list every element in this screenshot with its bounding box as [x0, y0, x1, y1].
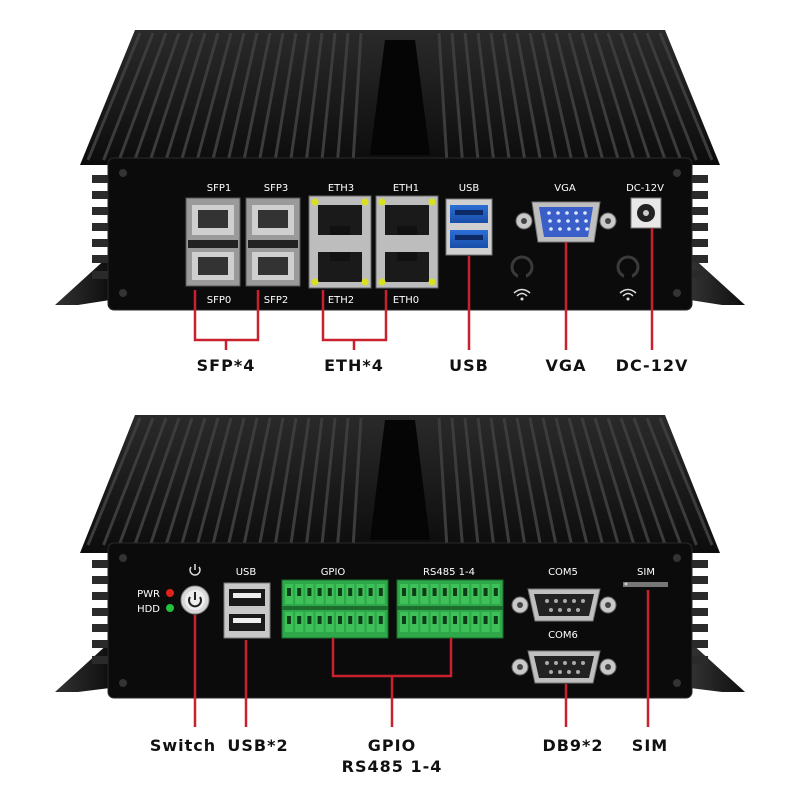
sim-slot[interactable]	[623, 582, 668, 587]
rj45-stack-right	[375, 195, 439, 289]
wifi-icon	[619, 288, 637, 301]
label-usb: USB	[459, 183, 480, 194]
antenna-port-left	[510, 255, 534, 281]
callout-sfp: SFP*4	[197, 356, 256, 375]
dc-jack	[630, 197, 662, 229]
side-fins	[92, 560, 708, 664]
sim-eject-icon	[624, 582, 628, 586]
heatsink-ridge	[370, 40, 430, 155]
usb-port-stack	[223, 582, 271, 639]
db9-port-com6	[511, 650, 617, 684]
usb-port-stack	[445, 198, 493, 256]
label-rs485: RS485 1-4	[423, 567, 475, 578]
label-sim: SIM	[637, 567, 655, 578]
sfp-cage-right	[245, 197, 301, 287]
power-icon	[189, 564, 201, 576]
label-eth3: ETH3	[328, 183, 354, 194]
label-sfp0: SFP0	[207, 295, 232, 306]
top-unit: SFP1 SFP3 SFP0 SFP2 ETH3 ETH1 ETH2 ETH0 …	[55, 30, 745, 375]
callout-gpio: GPIO	[368, 736, 416, 755]
label-sfp2: SFP2	[264, 295, 289, 306]
screw-icon	[673, 289, 681, 297]
db9-port-com5	[511, 588, 617, 622]
sfp-cage-left	[185, 197, 241, 287]
label-eth1: ETH1	[393, 183, 419, 194]
label-sfp3: SFP3	[264, 183, 289, 194]
callout-db9: DB9*2	[542, 736, 603, 755]
callout-usb: USB*2	[227, 736, 288, 755]
callout-usb: USB	[449, 356, 489, 375]
callout-dc: DC-12V	[616, 356, 689, 375]
bottom-unit: PWR HDD USB GPIO RS485 1-4 CO	[55, 415, 745, 776]
pwr-led	[166, 589, 174, 597]
label-dc: DC-12V	[626, 183, 664, 194]
callout-rs485: RS485 1-4	[342, 757, 443, 776]
screw-icon	[673, 554, 681, 562]
label-vga: VGA	[554, 183, 576, 194]
heatsink-fins	[86, 417, 714, 546]
screw-icon	[119, 169, 127, 177]
rj45-stack-left	[308, 195, 372, 289]
mount-foot-left	[55, 642, 110, 692]
antenna-port-right	[616, 255, 640, 281]
label-pwr: PWR	[137, 589, 160, 600]
callout-lines-bottom	[193, 590, 650, 727]
mount-foot-right	[690, 642, 745, 692]
callout-switch: Switch	[150, 736, 216, 755]
heatsink-ridge	[370, 420, 430, 540]
callout-eth: ETH*4	[324, 356, 384, 375]
screw-icon	[119, 679, 127, 687]
label-hdd: HDD	[137, 604, 160, 615]
hdd-led	[166, 604, 174, 612]
screw-icon	[119, 554, 127, 562]
callout-sim: SIM	[632, 736, 668, 755]
screw-icon	[673, 169, 681, 177]
power-switch-button[interactable]	[180, 585, 210, 615]
heatsink-fins	[86, 32, 714, 161]
label-com6: COM6	[548, 630, 578, 641]
screw-icon	[673, 679, 681, 687]
label-eth0: ETH0	[393, 295, 419, 306]
label-sfp1: SFP1	[207, 183, 232, 194]
label-com5: COM5	[548, 567, 578, 578]
callout-vga: VGA	[546, 356, 587, 375]
wifi-icon	[513, 288, 531, 301]
vga-pins	[547, 211, 589, 231]
label-usb: USB	[236, 567, 257, 578]
gpio-terminal-block	[281, 579, 389, 639]
mount-foot-left	[55, 255, 110, 305]
mount-foot-right	[690, 255, 745, 305]
callout-lines-top	[193, 228, 654, 350]
rs485-terminal-block	[396, 579, 504, 639]
vga-port	[515, 201, 617, 243]
screw-icon	[119, 289, 127, 297]
label-eth2: ETH2	[328, 295, 354, 306]
side-fins	[92, 175, 708, 279]
label-gpio: GPIO	[321, 567, 346, 578]
